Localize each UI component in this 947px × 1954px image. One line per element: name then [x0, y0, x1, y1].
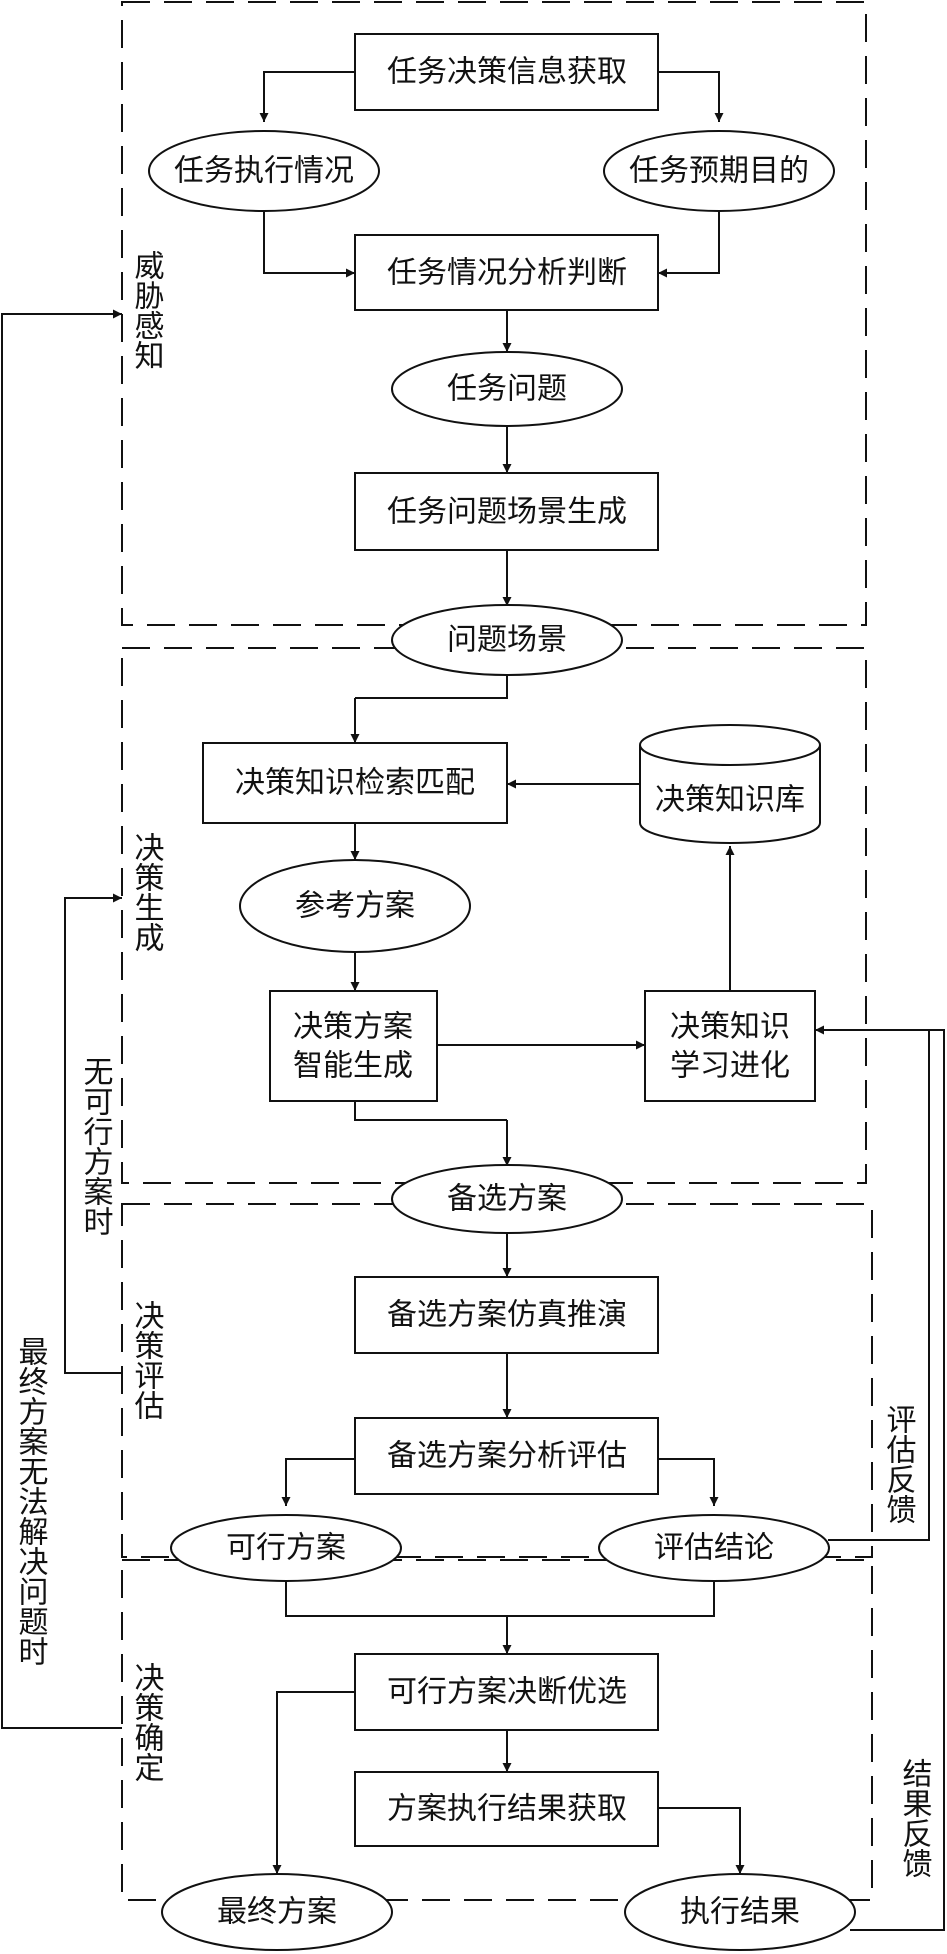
node-situation-analysis [354, 234, 659, 311]
node-knowledge-learning [644, 990, 816, 1102]
node-plan-generation-label-2: 智能生成 [293, 1049, 413, 1084]
stage-label-decision-evaluation: 决策评估 [129, 1300, 165, 1420]
node-problem-scene-label: 问题场景 [447, 623, 567, 658]
node-evaluation-conclusion-label: 评估结论 [654, 1531, 774, 1566]
node-task-info-acquisition [354, 33, 659, 111]
node-knowledge-learning-label-1: 决策知识 [670, 1010, 790, 1045]
node-knowledge-match-label: 决策知识检索匹配 [235, 766, 475, 801]
node-task-problem [391, 351, 623, 427]
node-plan-generation-label-1: 决策方案 [293, 1010, 413, 1045]
edge-label-no-feasible-plan: 无可行方案时 [78, 1056, 114, 1236]
node-execution-result-label: 执行结果 [680, 1895, 800, 1930]
node-feasible-plan [170, 1514, 402, 1582]
edge-label-result-feedback: 结果反馈 [897, 1758, 933, 1878]
node-candidate-plan-label: 备选方案 [447, 1182, 567, 1217]
node-final-plan-label: 最终方案 [217, 1895, 337, 1930]
node-exec-status [148, 130, 380, 212]
node-reference-plan-label: 参考方案 [295, 889, 415, 924]
node-plan-generation [269, 990, 438, 1102]
node-scene-generation-label: 任务问题场景生成 [387, 495, 627, 530]
node-evaluation-conclusion [598, 1514, 830, 1582]
node-problem-scene [391, 604, 623, 676]
node-knowledge-base [639, 724, 821, 844]
node-feasible-plan-label: 可行方案 [226, 1531, 346, 1566]
stage-label-threat-perception: 威胁感知 [129, 250, 165, 370]
node-exec-result-acquisition [354, 1771, 659, 1847]
node-simulation-label: 备选方案仿真推演 [387, 1298, 627, 1333]
node-analysis-evaluation [354, 1417, 659, 1495]
connectors [1, 71, 945, 1931]
node-simulation [354, 1276, 659, 1354]
stage-label-decision-confirmation: 决策确定 [129, 1662, 165, 1782]
node-knowledge-learning-label-2: 学习进化 [670, 1049, 790, 1084]
node-task-problem-label: 任务问题 [447, 372, 567, 407]
node-expected-goal [603, 130, 835, 212]
node-reference-plan [239, 859, 471, 953]
node-exec-result-acquisition-label: 方案执行结果获取 [387, 1792, 627, 1827]
node-knowledge-match [202, 742, 508, 824]
node-task-info-acquisition-label: 任务决策信息获取 [387, 55, 627, 90]
node-decision-selection [354, 1653, 659, 1731]
node-exec-status-label: 任务执行情况 [174, 154, 354, 189]
node-knowledge-base-label: 决策知识库 [655, 783, 805, 818]
node-situation-analysis-label: 任务情况分析判断 [387, 256, 627, 291]
node-decision-selection-label: 可行方案决断优选 [387, 1675, 627, 1710]
stage-frame-decision-evaluation [121, 1203, 873, 1558]
edge-label-eval-feedback: 评估反馈 [881, 1404, 917, 1524]
node-final-plan [161, 1873, 393, 1951]
node-execution-result [624, 1873, 856, 1951]
node-scene-generation [354, 472, 659, 551]
stage-label-decision-generation: 决策生成 [129, 832, 165, 952]
edge-label-final-unsolved: 最终方案无法解决问题时 [13, 1336, 49, 1666]
node-analysis-evaluation-label: 备选方案分析评估 [387, 1439, 627, 1474]
node-candidate-plan [391, 1164, 623, 1234]
node-expected-goal-label: 任务预期目的 [629, 154, 809, 189]
